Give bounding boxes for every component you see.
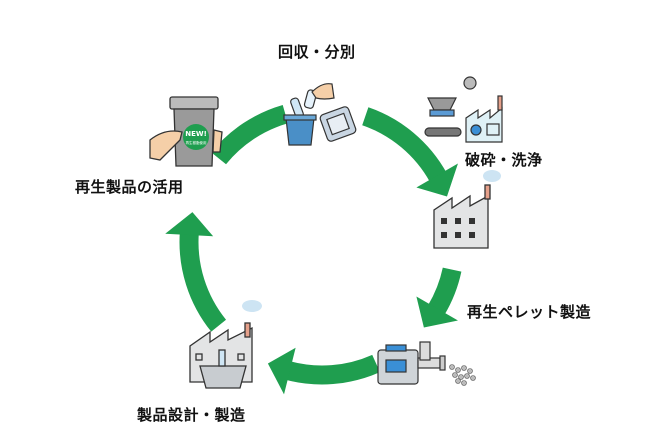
- arrowhead-3: [416, 296, 458, 328]
- cycle-arrow-2: [361, 107, 447, 183]
- arrowhead-4: [267, 347, 296, 395]
- recycled-product-icon: NEW! 再生樹脂使用: [149, 96, 223, 167]
- recycling-bin-bottles-icon: [283, 83, 357, 146]
- arrowhead-2: [416, 163, 458, 197]
- factory-icon: [433, 170, 501, 249]
- cycle-arrow-5: [179, 232, 227, 332]
- factory-product-icon: [189, 300, 262, 389]
- cycle-arrow-1: [211, 105, 289, 165]
- cycle-arrow-3: [427, 267, 462, 316]
- step-label-pellets: 再生ペレット製造: [467, 303, 592, 321]
- step-label-manufacturing: 製品設計・製造: [137, 406, 246, 424]
- new-badge-subtext: 再生樹脂使用: [186, 140, 207, 145]
- arrowhead-5: [165, 212, 214, 237]
- cycle-arrow-4: [285, 354, 380, 385]
- crusher-factory-icon: [424, 76, 503, 143]
- step-label-crushing: 破砕・洗浄: [465, 151, 543, 169]
- new-badge-text: NEW!: [185, 130, 207, 138]
- step-label-collection: 回収・分別: [278, 43, 356, 61]
- extruder-pellets-icon: [377, 341, 476, 386]
- cycle-arrows: [165, 105, 462, 395]
- step-label-usage: 再生製品の活用: [75, 178, 184, 196]
